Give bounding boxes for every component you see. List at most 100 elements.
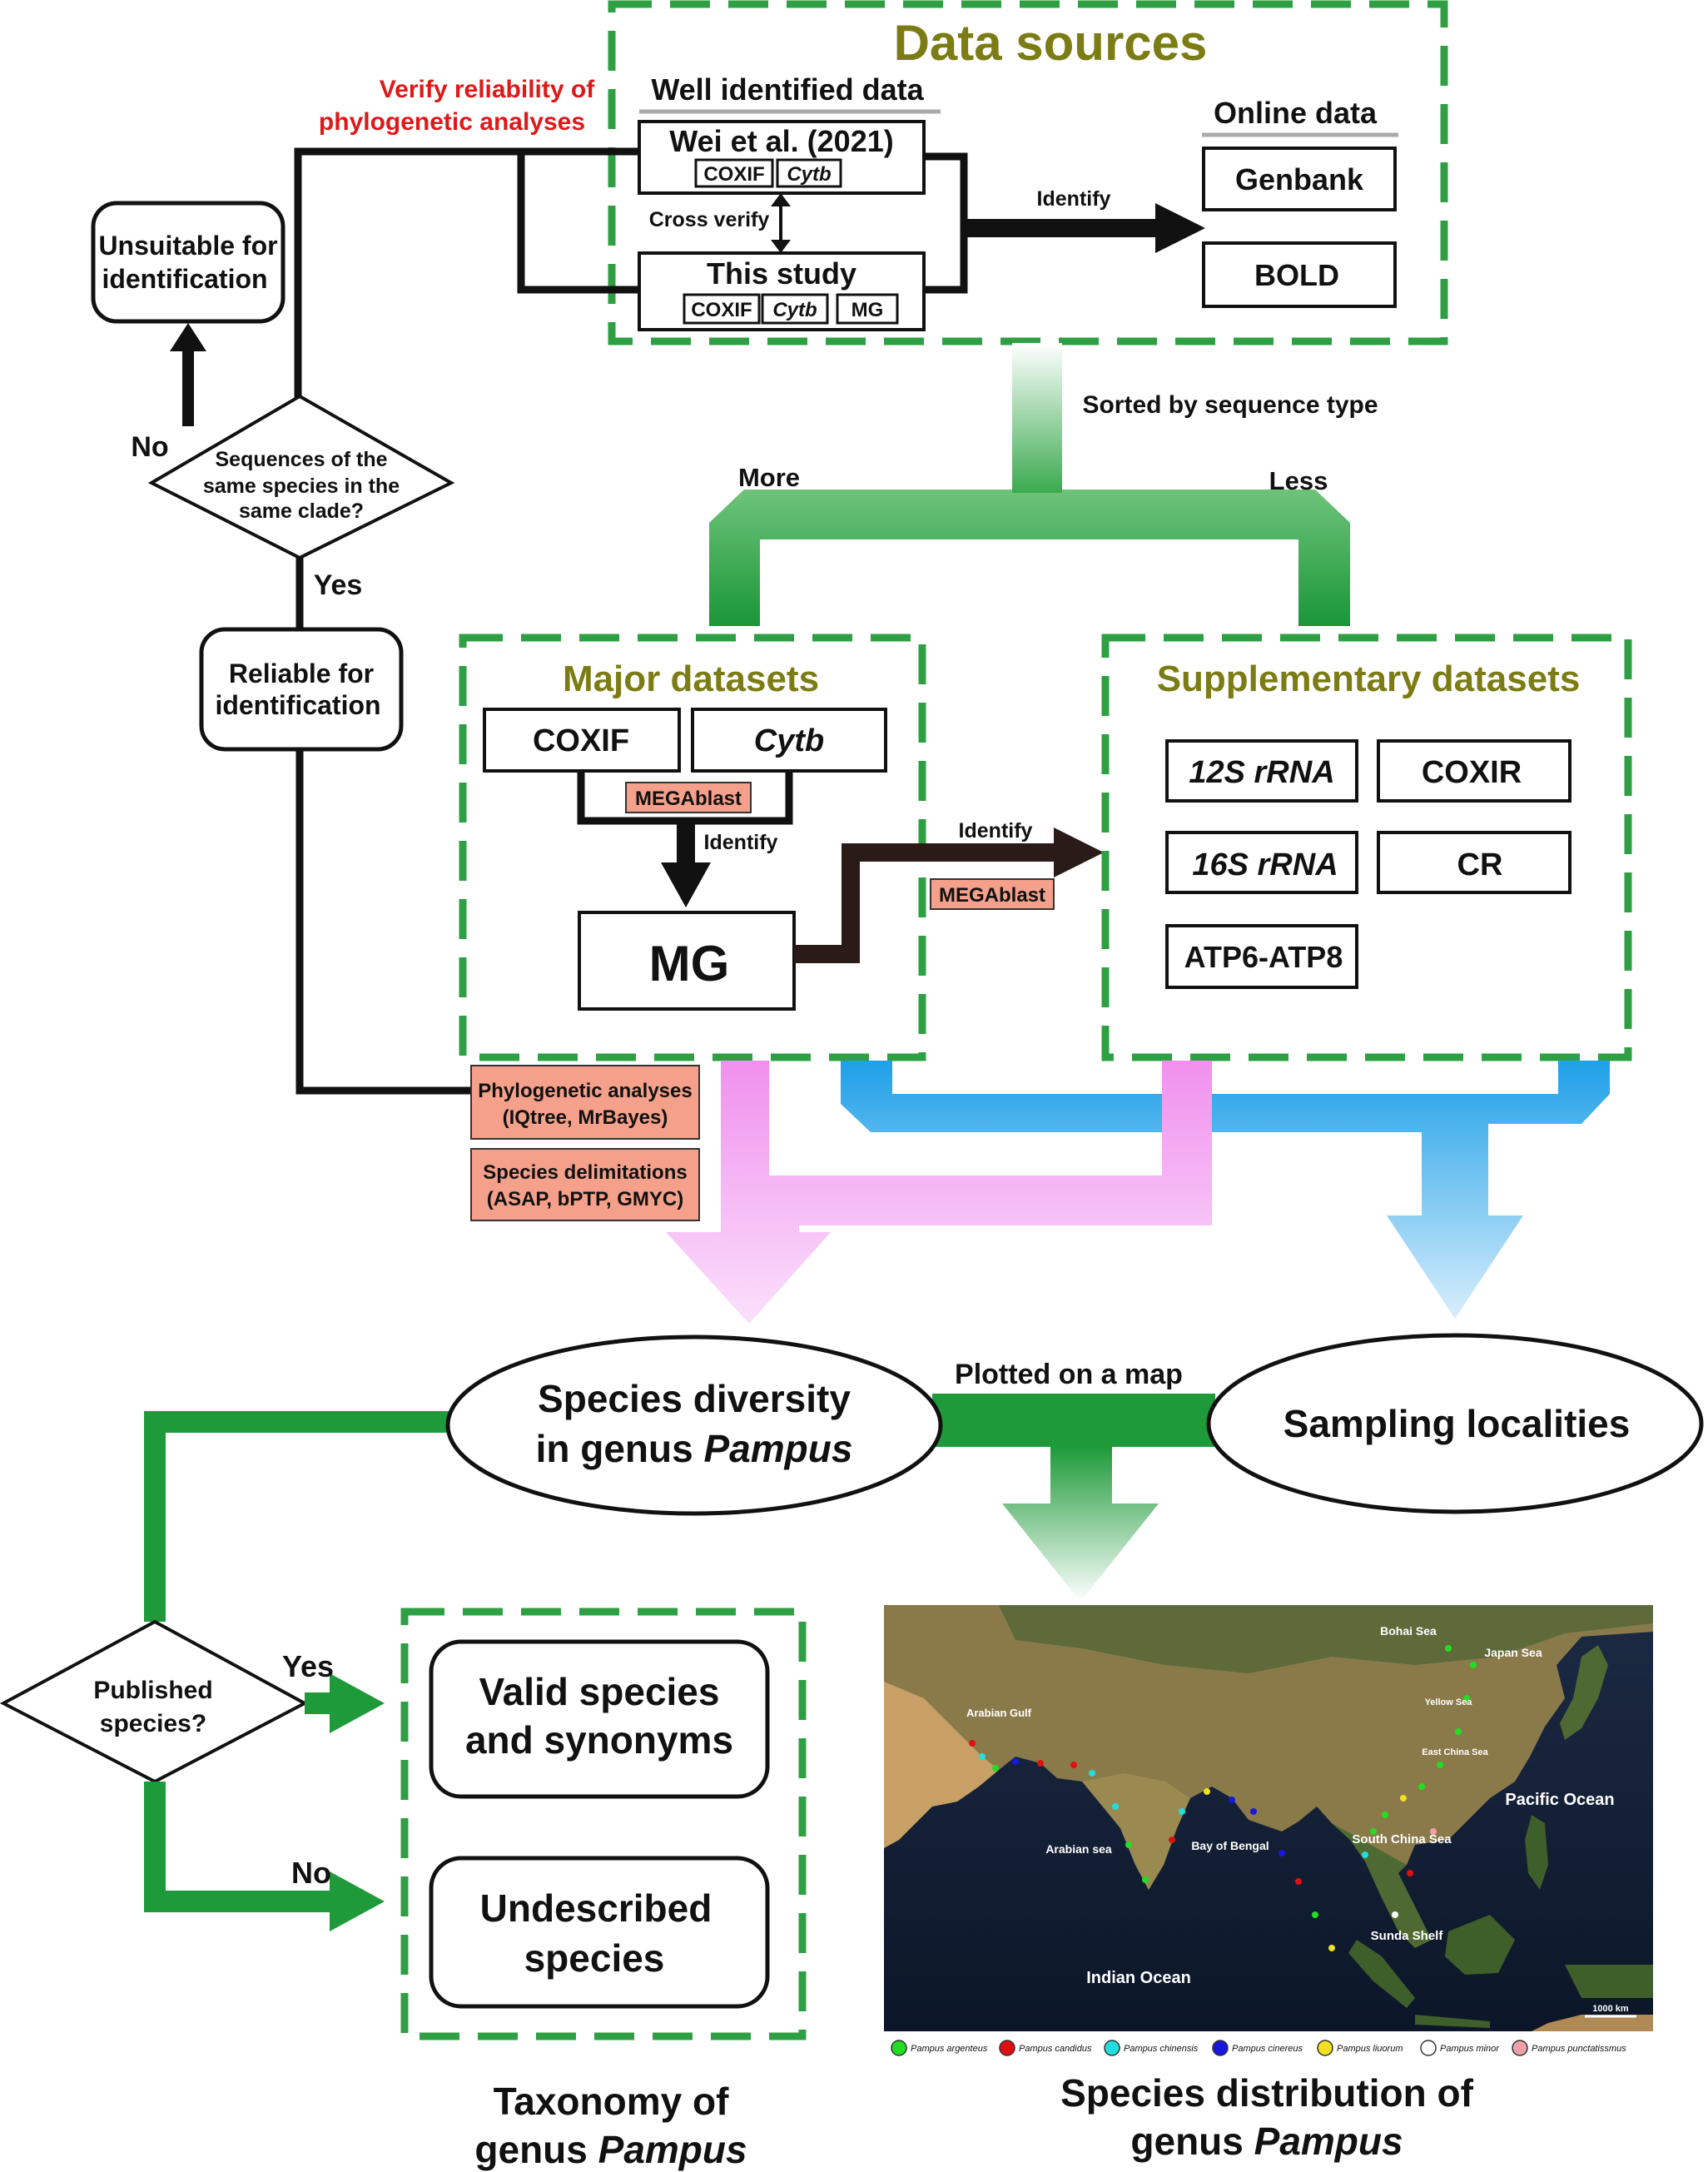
major-coxif-label: COXIF [533,723,629,758]
legend-swatch [1317,2040,1333,2056]
sample-point [1418,1783,1425,1790]
sample-point [1179,1808,1185,1815]
unsuitable-box [91,201,285,324]
coxir-box [1377,739,1571,803]
reliable-box [199,627,404,752]
sample-point [1295,1878,1302,1885]
cross-verify-arrow-down [771,240,791,253]
plotted-label: Plotted on a map [955,1359,1183,1390]
well-identified-heading: Well identified data [651,72,924,107]
diversity-ellipse [445,1335,943,1516]
study-mg-box [836,293,899,325]
sampling-label: Sampling localities [1283,1402,1631,1445]
legend-label: Pampus liuorum [1337,2044,1403,2054]
less-label: Less [1269,466,1328,495]
undescribed-1: Undescribed [480,1886,712,1930]
cr-box [1377,831,1571,894]
place-ecs: East China Sea [1422,1747,1488,1757]
taxonomy-caption-2: genus Pampus [474,2128,747,2171]
clade-question-2: same species in the [203,475,400,498]
sample-point [1362,1851,1368,1858]
identify-label-top: Identify [1037,187,1111,211]
data-sources-frame [608,0,1448,345]
identify-bracket [924,152,968,294]
sample-point [1370,1828,1377,1835]
mg-to-supp-head [1054,828,1104,877]
coxir-label: COXIR [1422,755,1522,790]
sample-point [1437,1762,1443,1768]
megablast-tag-1 [625,782,752,813]
legend-label: Pampus chinensis [1124,2044,1199,2054]
distribution-caption-1: Species distribution of [1060,2071,1474,2115]
sample-point [1400,1795,1407,1802]
mg-label: MG [649,936,730,992]
legend-swatch [1212,2040,1229,2056]
sample-point [1463,1695,1470,1702]
no-arrow-head [170,323,206,351]
sample-point [1089,1770,1095,1777]
place-yellow: Yellow Sea [1425,1697,1473,1707]
blue-merge-arrow [841,1061,1610,1319]
study-coxif-box [683,293,761,325]
sample-point [1382,1812,1388,1818]
sorted-arrow-stem [1012,343,1062,493]
unsuitable-label-2: identification [102,264,267,294]
study-mg-label: MG [852,299,884,321]
map-land-newguinea [1565,1965,1653,1998]
taxonomy-caption-1: Taxonomy of [494,2080,730,2123]
cross-verify-label: Cross verify [649,208,770,231]
place-gulf: Arabian Gulf [966,1707,1032,1719]
megablast-tag-2 [930,878,1055,910]
published-branch-line [144,1411,449,1622]
sample-point [1204,1788,1210,1795]
identify-label-supp: Identify [959,819,1033,842]
place-bengal: Bay of Bengal [1191,1839,1269,1852]
sorted-label: Sorted by sequence type [1082,391,1378,419]
map-land-india [1082,1773,1190,1890]
s12-label: 12S rRNA [1189,755,1334,790]
map-arrow [1002,1447,1159,1602]
sample-point [1392,1911,1398,1918]
this-study-label: This study [707,256,856,291]
undescribed-2: species [524,1936,665,1980]
legend-label: Pampus punctatissmus [1532,2044,1626,2054]
map-scale-label: 1000 km [1592,2004,1629,2014]
map-land-japan [1560,1645,1608,1740]
place-pacific: Pacific Ocean [1505,1791,1614,1809]
distribution-caption-2: genus Pampus [1130,2120,1403,2163]
megablast-label-2: MEGAblast [939,884,1045,907]
delimitation-tag [470,1148,700,1221]
delimitation-1: Species delimitations [483,1161,687,1184]
sample-point [1445,1645,1452,1652]
diversity-label-2: in genus Pampus [536,1427,853,1470]
phylo-feedback-line [295,749,471,1095]
major-identify-head [661,862,711,907]
s16-box [1165,831,1358,894]
place-arabian: Arabian sea [1045,1842,1112,1856]
sample-point [979,1753,986,1760]
wei-cytb-label: Cytb [787,163,831,186]
place-japan: Japan Sea [1484,1646,1542,1659]
map-land-australia [1532,2015,1653,2031]
bold-label: BOLD [1254,258,1339,292]
supplementary-frame [1101,634,1632,1061]
sample-point [992,1765,999,1772]
s16-label: 16S rRNA [1192,847,1338,882]
legend-label: Pampus argenteus [911,2044,988,2054]
place-bohai: Bohai Sea [1380,1624,1437,1638]
identify-label-major: Identify [704,831,778,854]
diversity-label-1: Species diversity [538,1377,851,1420]
sample-point [1037,1760,1044,1767]
study-cytb-box [761,293,829,325]
valid-species-box [429,1639,770,1799]
mg-box [578,911,796,1011]
published-label-1: Published [93,1677,212,1704]
sample-point [1328,1945,1335,1951]
mg-to-supp-line [794,843,1057,963]
undescribed-box [429,1856,770,2009]
wei-coxif-box [694,158,774,188]
delimitation-2: (ASAP, bPTP, GMYC) [487,1188,683,1210]
pink-merge-arrow [666,1061,1212,1324]
data-sources-title: Data sources [894,15,1208,71]
